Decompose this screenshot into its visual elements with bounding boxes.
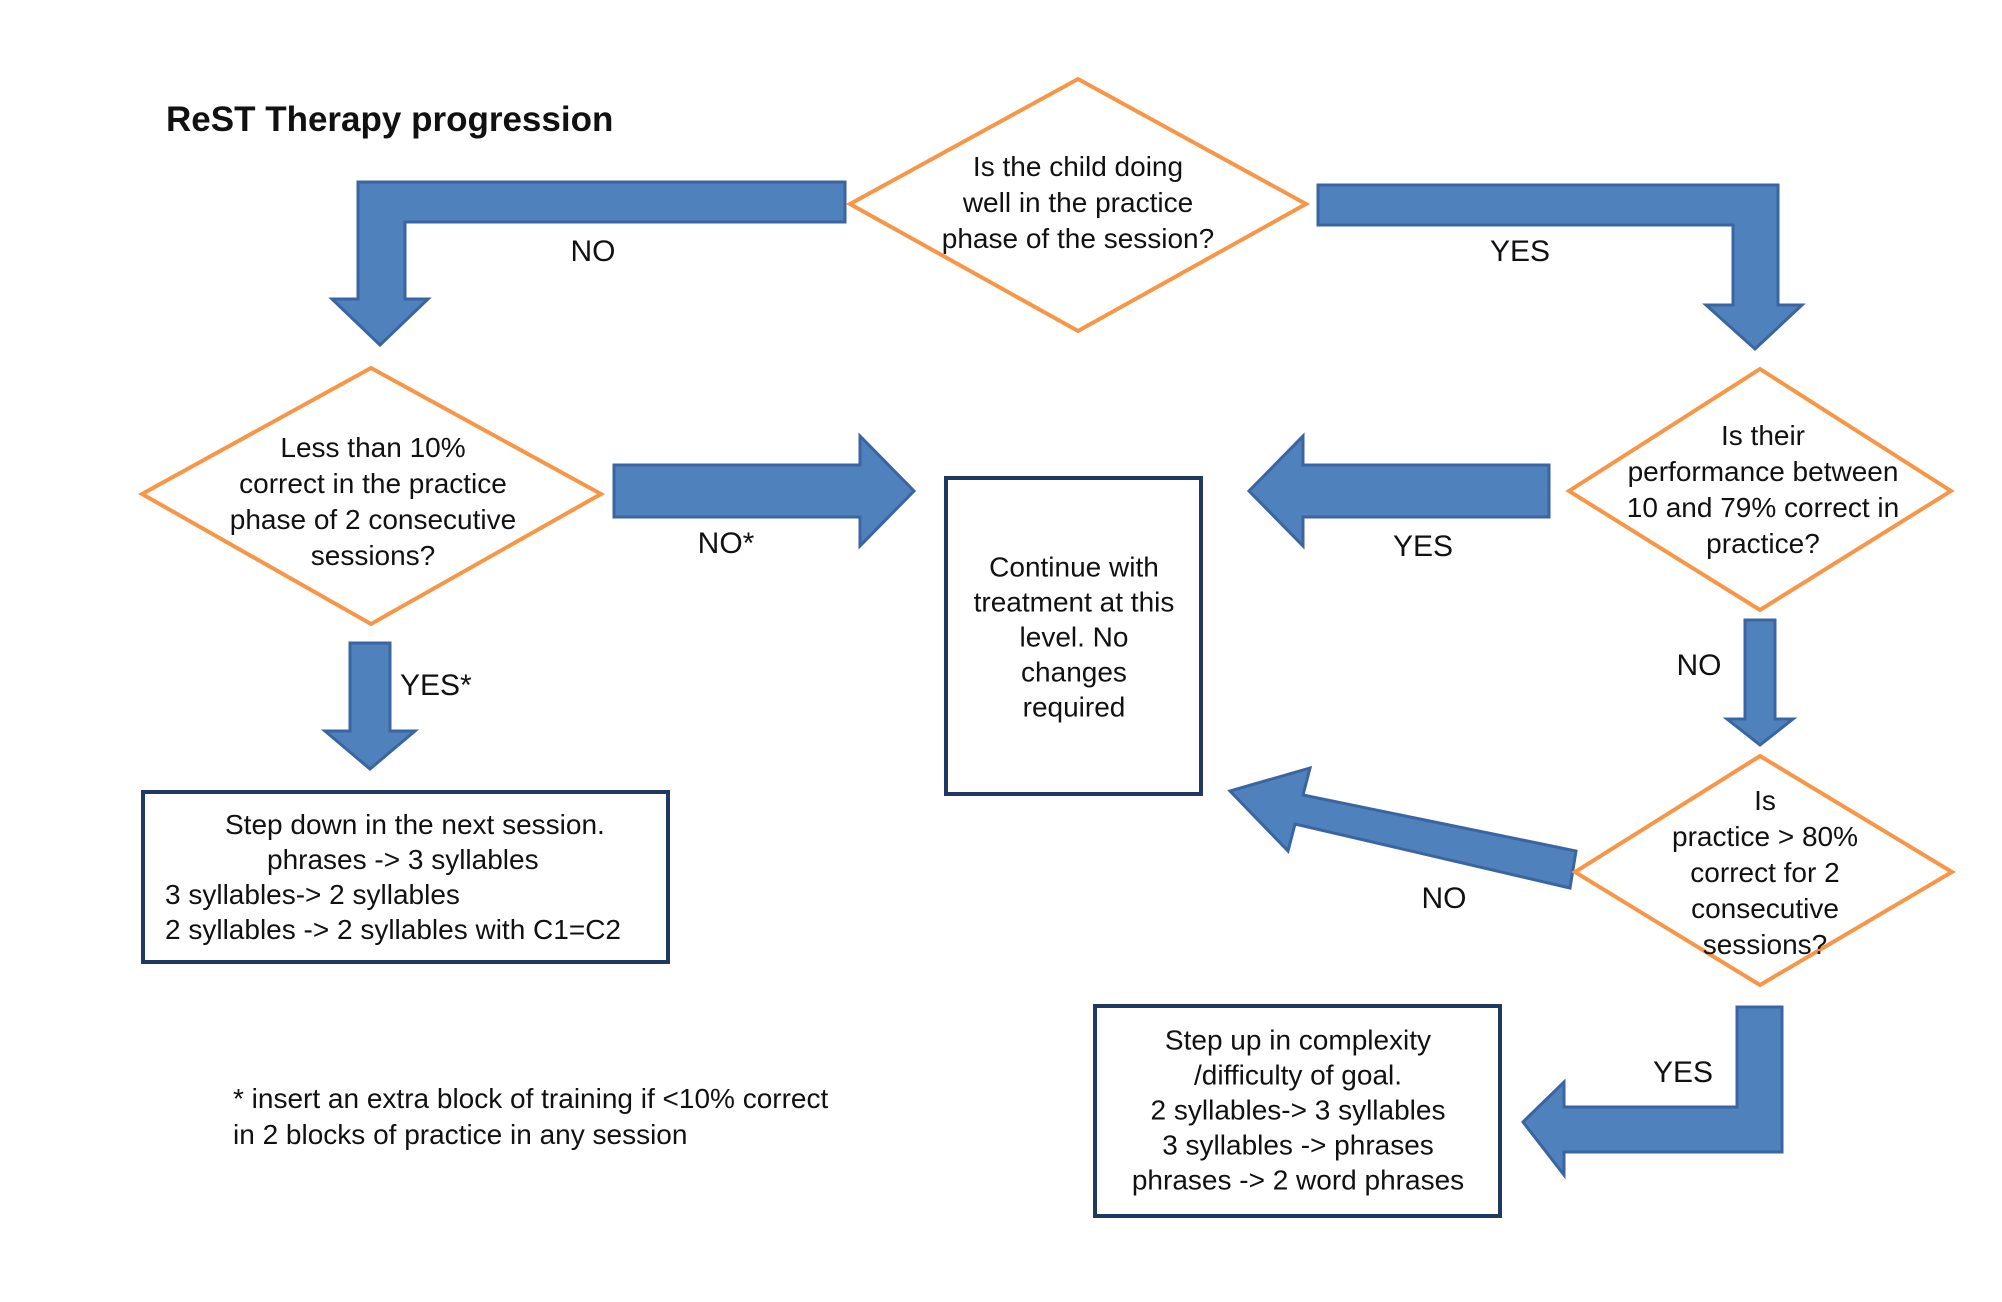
- arrow-no-top-left: [328, 180, 847, 348]
- box-continue-text: Continue with treatment at this level. N…: [974, 550, 1175, 725]
- text-line: treatment at this: [973, 586, 1175, 618]
- decision-practice-well: [845, 76, 1311, 334]
- label-no-top-left: NO: [570, 235, 616, 268]
- arrow-no-bottom: [1227, 765, 1578, 890]
- arrow-yes-bottom: [1520, 1005, 1784, 1180]
- footnote-line: in 2 blocks of practice in any session: [233, 1119, 688, 1150]
- text-line: Is the child doing: [972, 151, 1184, 182]
- footnote-line: * insert an extra block of training if <…: [233, 1083, 829, 1114]
- text-line: required: [1022, 691, 1126, 723]
- text-line: 3 syllables-> 2 syllables: [165, 879, 460, 910]
- arrow-yes-middle: [1246, 432, 1551, 550]
- text-line: correct in the practice: [239, 468, 507, 499]
- label-yes-middle: YES: [1392, 530, 1454, 563]
- text-line: Step down in the next session.: [225, 809, 605, 840]
- text-line: well in the practice: [962, 187, 1194, 218]
- footnote: * insert an extra block of training if <…: [233, 1081, 828, 1153]
- label-yes-top-right: YES: [1489, 235, 1551, 268]
- decision-over-80-text: Is practice > 80% correct for 2 consecut…: [1672, 783, 1858, 963]
- text-line: correct for 2: [1690, 857, 1840, 888]
- text-line: consecutive: [1691, 893, 1839, 924]
- text-line: Step up in complexity: [1164, 1024, 1432, 1056]
- text-line: Continue with: [989, 551, 1159, 583]
- text-line: 2 syllables-> 3 syllables: [1150, 1094, 1446, 1126]
- arrow-yes-star: [320, 641, 420, 771]
- text-line: level. No: [1019, 621, 1129, 653]
- label-yes-star: YES*: [400, 669, 472, 702]
- text-line: performance between: [1627, 456, 1899, 487]
- decision-less-than-10-text: Less than 10% correct in the practice ph…: [230, 430, 516, 574]
- label-no-right: NO: [1676, 649, 1722, 682]
- box-continue: [944, 476, 1203, 796]
- arrow-yes-top-right: [1316, 183, 1806, 352]
- label-no-bottom: NO: [1421, 882, 1467, 915]
- text-line: phase of the session?: [941, 223, 1215, 254]
- text-line: phrases -> 3 syllables: [267, 844, 539, 875]
- text-line: 10 and 79% correct in: [1626, 492, 1900, 523]
- decision-less-than-10: [137, 365, 606, 627]
- box-step-down: [141, 790, 670, 964]
- page-title: ReST Therapy progression: [166, 100, 614, 139]
- arrow-no-star: [612, 432, 917, 550]
- box-step-up-text: Step up in complexity /difficulty of goa…: [1132, 1023, 1464, 1198]
- decision-between-10-79-text: Is their performance between 10 and 79% …: [1627, 418, 1899, 562]
- text-line: changes: [1021, 656, 1127, 688]
- label-no-star: NO*: [697, 527, 755, 560]
- text-line: practice > 80%: [1672, 821, 1858, 852]
- label-yes-bottom: YES: [1652, 1056, 1714, 1089]
- text-line: 3 syllables -> phrases: [1162, 1129, 1434, 1161]
- text-line: phase of 2 consecutive: [229, 504, 517, 535]
- text-line: phrases -> 2 word phrases: [1131, 1164, 1465, 1196]
- decision-practice-well-text: Is the child doing well in the practice …: [942, 149, 1214, 257]
- text-line: Is their: [1720, 420, 1806, 451]
- text-line: practice?: [1706, 528, 1820, 559]
- box-step-up: [1093, 1004, 1502, 1218]
- text-line: 2 syllables -> 2 syllables with C1=C2: [165, 914, 621, 945]
- decision-between-10-79: [1565, 366, 1955, 613]
- text-line: sessions?: [310, 540, 436, 571]
- arrow-no-right: [1722, 618, 1798, 747]
- text-line: Is: [1754, 785, 1776, 816]
- decision-over-80: [1571, 753, 1956, 988]
- text-line: /difficulty of goal.: [1193, 1059, 1403, 1091]
- text-line: Less than 10%: [280, 432, 466, 463]
- text-line: sessions?: [1702, 929, 1828, 960]
- box-step-down-text: Step down in the next session. phrases -…: [165, 807, 621, 947]
